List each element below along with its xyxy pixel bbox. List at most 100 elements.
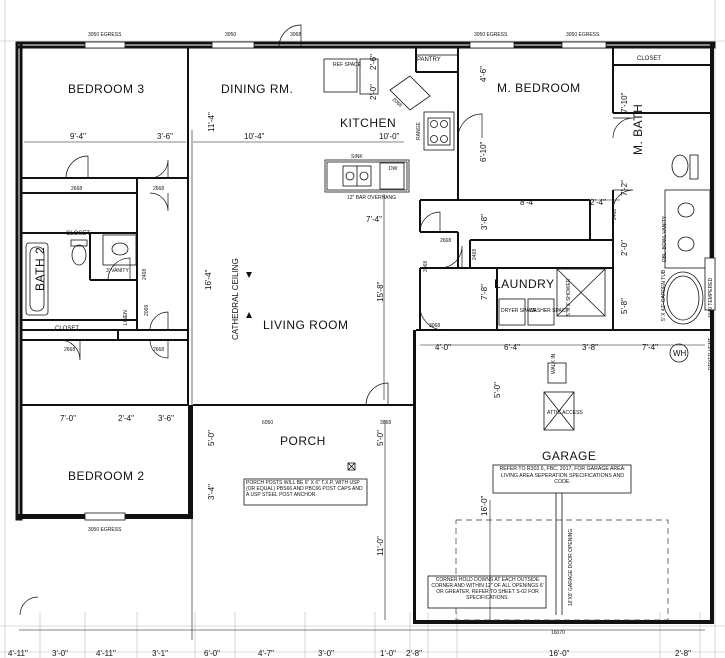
- bath-fixtures: [25, 154, 711, 363]
- garage-items: [243, 362, 669, 621]
- room-label-closet-master: CLOSET: [637, 56, 661, 62]
- dim-label: 11'-0": [376, 536, 385, 556]
- dim-bottom: 4'-7": [258, 649, 274, 658]
- dim-bottom: 4'-11": [96, 649, 116, 658]
- dim-bottom: 2'-8": [406, 649, 422, 658]
- dim-label: 5'-0": [493, 382, 502, 398]
- dim-label: 5'-8": [620, 298, 629, 314]
- window-label-tr2: 3050 EGRESS: [566, 32, 600, 38]
- dim-label: 4'-6": [479, 66, 488, 82]
- dim-label: 3'-4": [207, 484, 216, 500]
- fixture-dryer-vent: DRYER VENT: [708, 338, 714, 370]
- dim-bottom: 3'-1": [152, 649, 168, 658]
- dim-label: 7'-4": [366, 215, 382, 224]
- dim-label: 2'-6": [369, 54, 378, 70]
- fixture-walk-in: WALK IN: [551, 353, 557, 374]
- dim-label: 2'-4": [590, 198, 606, 207]
- dim-label: 7'-8": [480, 284, 489, 300]
- dim-label: 7'-0": [60, 414, 76, 423]
- dim-bottom: 16'-0": [549, 649, 570, 658]
- dim-label: 15'-8": [376, 281, 385, 302]
- dim-label: 4'-0": [435, 343, 451, 352]
- room-label-closet-lower: CLOSET: [55, 326, 79, 332]
- room-label-porch: PORCH: [280, 434, 326, 448]
- door-label-top: 3068: [290, 32, 301, 38]
- room-label-bath2: BATH 2: [33, 247, 47, 291]
- dim-label: 3'-6": [157, 132, 173, 141]
- dim-label: 10'-4": [244, 132, 265, 141]
- room-label-linen: LINEN: [123, 310, 129, 325]
- door-swings: [19, 24, 634, 616]
- door-label-porch: 3068: [380, 420, 391, 426]
- dim-bottom: 4'-11": [8, 649, 28, 658]
- dim-label: 3'-8": [480, 214, 489, 230]
- fixture-shower: 5' X 3' SHOWER: [566, 278, 572, 316]
- dim-label: 16'-4": [204, 269, 213, 290]
- window-label-porch: 6050: [262, 420, 273, 426]
- dim-label: 2'-4": [118, 414, 134, 423]
- fixture-sink: SINK: [351, 154, 363, 160]
- garage-door-label: 16070: [551, 630, 565, 636]
- interior-walls: [21, 47, 710, 406]
- fixture-dbl-vanity: DBL. BOWL VANITY: [662, 215, 668, 262]
- exterior-walls: [15, 41, 716, 624]
- dim-label: 9'-4": [70, 132, 86, 141]
- room-label-master-bedroom: M. BEDROOM: [497, 81, 581, 95]
- fixture-tub: 5' X 42" GARDEN TUB: [661, 269, 667, 321]
- fixture-garage-door: 16'X8' GARAGE DOOR OPENING: [568, 529, 574, 606]
- room-label-pantry: PANTRY: [417, 57, 441, 63]
- fixture-tempered-window: 4040 TEMPERED: [708, 277, 714, 318]
- ceiling-arrows: [246, 272, 252, 318]
- dim-label: 7'-10": [620, 92, 629, 113]
- dim-bottom: 2'-8": [675, 649, 691, 658]
- door-size-label: 2468: [142, 269, 148, 280]
- dim-bottom: 3'-0": [52, 649, 68, 658]
- door-size-label: 2668: [153, 347, 164, 353]
- dim-bottom: 6'-0": [204, 649, 220, 658]
- window-label-tl: 3050 EGRESS: [88, 32, 122, 38]
- dim-label: 2'-0": [620, 240, 629, 256]
- dim-label: 2'-0": [369, 84, 378, 100]
- note-garage-separation: REFER TO R302.6, FBC, 2017, FOR GARAGE A…: [499, 466, 625, 485]
- room-label-bedroom2: BEDROOM 2: [68, 469, 145, 483]
- room-label-master-bath: M. BATH: [631, 104, 645, 155]
- dim-label: 10'-0": [379, 132, 400, 141]
- dim-label: 6'-10": [479, 141, 488, 162]
- door-size-label: 2068: [144, 305, 150, 316]
- fixture-attic: ATTIC ACCESS: [547, 410, 583, 416]
- dim-label: 3'-6": [158, 414, 174, 423]
- door-size-label: 2668: [71, 186, 82, 192]
- dim-label: 7'-2": [620, 180, 629, 196]
- dim-label: 11'-4": [207, 112, 216, 132]
- dim-label: 7'-4": [642, 343, 658, 352]
- door-label-garage: 3068: [429, 323, 440, 329]
- door-size-label: 2668: [440, 238, 451, 244]
- dim-label: 3'-8": [582, 343, 598, 352]
- fixture-overhang: 12" BAR OVERHANG: [347, 195, 396, 201]
- window-label-bl: 3050 EGRESS: [88, 527, 122, 533]
- fixture-ref-space: REF SPACE: [333, 62, 362, 68]
- dim-label: 16'-0": [480, 495, 489, 516]
- room-label-kitchen: KITCHEN: [340, 116, 396, 130]
- fixture-dryer: DRYER SPACE: [501, 308, 537, 314]
- fixture-water-heater: WH: [673, 349, 687, 358]
- window-marks: [84, 41, 716, 521]
- dimension-lines: [19, 130, 705, 640]
- fixture-vanity3: 3' VANITY: [106, 268, 129, 274]
- door-size-label: 2068: [391, 97, 404, 109]
- door-label-mid: 3068: [423, 261, 429, 272]
- note-hold-downs: CORNER HOLD DOWNS AT EACH OUTSIDE CORNER…: [431, 577, 543, 601]
- room-label-living: LIVING ROOM: [263, 318, 349, 332]
- window-label-top: 3050: [225, 32, 236, 38]
- room-label-garage: GARAGE: [542, 449, 596, 463]
- dim-bottom: 3'-0": [318, 649, 334, 658]
- kitchen-counters: [323, 54, 459, 193]
- dim-label: 6'-4": [504, 343, 520, 352]
- cathedral-ceiling-label: CATHEDRAL CEILING: [231, 258, 240, 340]
- dim-label: 8'-4": [520, 198, 536, 207]
- door-size-label: 2468: [612, 209, 618, 220]
- fixture-range: RANGE: [416, 122, 422, 140]
- fixture-dw: DW: [389, 166, 398, 172]
